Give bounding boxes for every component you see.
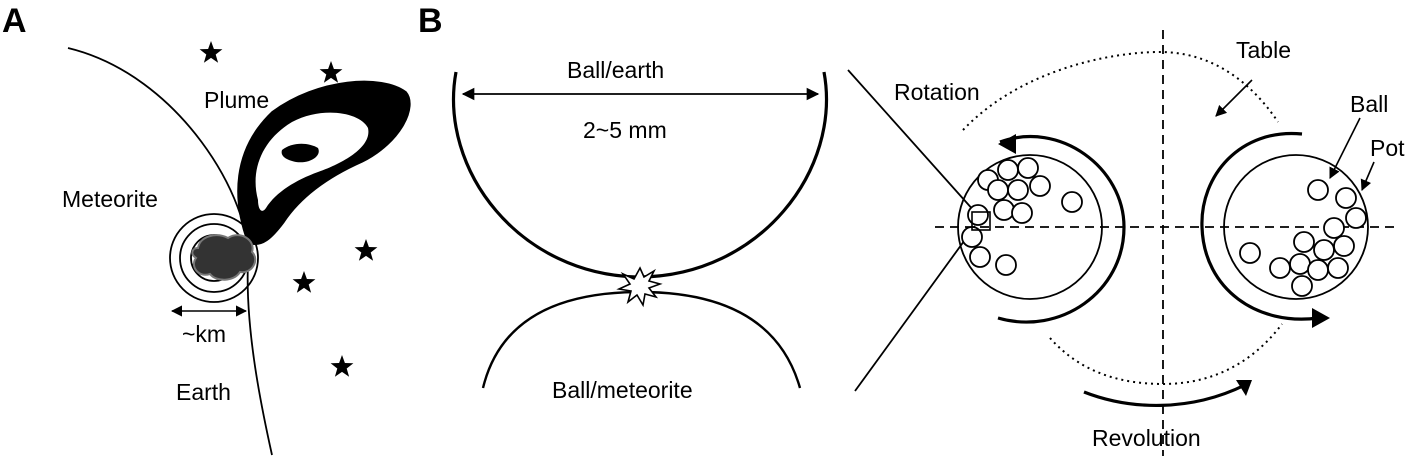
table-label: Table xyxy=(1236,37,1291,63)
zoom-box xyxy=(971,211,991,231)
impact-flash-icon xyxy=(616,266,663,308)
left-pot xyxy=(957,154,1103,300)
ball-icon xyxy=(987,179,1009,201)
ball-icon xyxy=(1269,257,1291,279)
ball-pointer-arrow xyxy=(1329,117,1361,180)
ball-icon xyxy=(1029,175,1051,197)
ball-icon xyxy=(1335,187,1357,209)
scale-label: ~km xyxy=(182,321,226,347)
ball-icon xyxy=(969,246,991,268)
rotation-arrowhead xyxy=(1312,308,1330,328)
panel-b-letter: B xyxy=(418,2,443,40)
left-pot-balls xyxy=(961,157,1083,276)
star-icon xyxy=(354,239,378,261)
star-icon xyxy=(199,41,223,63)
ball-label: Ball xyxy=(1350,91,1388,117)
collision-diagram: Ball/earth 2~5 mm Ball/meteorite xyxy=(451,57,829,403)
ball-icon xyxy=(1017,157,1039,179)
ball-icon xyxy=(1323,217,1345,239)
pot-pointer-arrow xyxy=(1360,161,1375,192)
ball-icon xyxy=(1333,235,1355,257)
meteorite-label: Meteorite xyxy=(62,186,158,212)
ball-icon xyxy=(995,254,1017,276)
revolution-arrow xyxy=(1083,383,1246,407)
earth-label: Earth xyxy=(176,379,231,405)
ball-icon xyxy=(993,199,1015,221)
ball-icon xyxy=(1307,259,1329,281)
explosion-cloud-icon xyxy=(191,234,257,281)
panel-b: B Ball/earth 2~5 mm Ball/meteorite xyxy=(418,2,1405,456)
meteorite-impact xyxy=(169,213,259,303)
ball-icon xyxy=(1313,239,1335,261)
stars xyxy=(199,41,378,377)
upper-ball-arc xyxy=(451,71,829,279)
ball-earth-label: Ball/earth xyxy=(567,57,664,83)
star-icon xyxy=(319,61,343,83)
ball-icon xyxy=(1239,242,1261,264)
right-pot xyxy=(1223,154,1369,300)
panel-a-letter: A xyxy=(2,2,27,40)
ball-icon xyxy=(967,204,989,226)
impact-ring-outer xyxy=(169,213,259,303)
rotation-arrowhead xyxy=(998,134,1016,154)
revolution-label: Revolution xyxy=(1092,425,1201,451)
right-pot-balls xyxy=(1239,179,1367,297)
table-circle-bottom xyxy=(1049,323,1283,386)
table-pointer-arrow xyxy=(1215,79,1253,117)
star-icon xyxy=(330,355,354,377)
ball-icon xyxy=(1293,231,1315,253)
pot-label: Pot xyxy=(1370,135,1405,161)
lower-ball-arc xyxy=(481,290,802,389)
ball-icon xyxy=(1345,207,1367,229)
zoom-line-bottom xyxy=(854,225,976,392)
rotation-label: Rotation xyxy=(894,79,980,105)
panel-a: A Plume Meteorite ~km Earth xyxy=(2,2,411,456)
planetary-mill-diagram: Table Rotation Ball Pot Revolution xyxy=(847,30,1405,456)
ball-icon xyxy=(1307,179,1329,201)
plume-label: Plume xyxy=(204,87,269,113)
ball-icon xyxy=(1327,257,1349,279)
ball-meteorite-label: Ball/meteorite xyxy=(552,377,693,403)
ball-icon xyxy=(1061,191,1083,213)
star-icon xyxy=(292,271,316,293)
right-rotation-arc xyxy=(1200,131,1319,321)
ball-icon xyxy=(1007,179,1029,201)
left-rotation-arc xyxy=(997,135,1126,324)
revolution-arrowhead xyxy=(1236,380,1252,396)
ball-icon xyxy=(1291,275,1313,297)
ball-icon xyxy=(1289,253,1311,275)
ball-icon xyxy=(997,159,1019,181)
size-label: 2~5 mm xyxy=(583,117,667,143)
ball-icon xyxy=(1011,202,1033,224)
zoom-line-top xyxy=(847,69,976,213)
plume-shape xyxy=(237,80,411,245)
table-circle-top xyxy=(962,50,1279,131)
